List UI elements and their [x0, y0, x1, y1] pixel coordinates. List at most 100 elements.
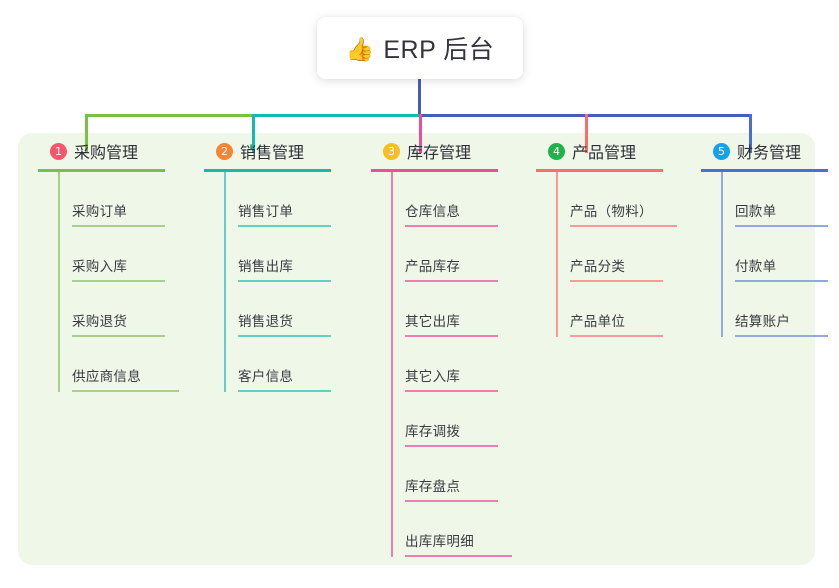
leaf-item-label: 销售退货: [238, 314, 294, 329]
leaf-item[interactable]: 回款单: [721, 172, 839, 227]
branch-spine: [556, 172, 558, 337]
leaf-item-label: 产品单位: [570, 314, 626, 329]
leaf-item-rule: [735, 335, 828, 337]
leaf-item[interactable]: 供应商信息: [58, 337, 198, 392]
drop-connector-4: [585, 114, 588, 153]
branch-header-purchase[interactable]: 1 采购管理: [38, 133, 198, 169]
number-badge-icon: 1: [50, 142, 67, 160]
branch-title-label: 库存管理: [407, 145, 472, 162]
leaf-item-rule: [735, 225, 828, 227]
root-title-label: ERP 后台: [383, 36, 495, 64]
leaf-item-rule: [238, 225, 331, 227]
leaf-item[interactable]: 采购订单: [58, 172, 198, 227]
leaf-item-rule: [735, 280, 828, 282]
leaf-item[interactable]: 销售退货: [224, 282, 364, 337]
leaf-item-label: 客户信息: [238, 369, 294, 384]
leaf-item[interactable]: 其它出库: [391, 282, 531, 337]
leaf-item-rule: [405, 555, 512, 557]
leaf-item-rule: [570, 335, 663, 337]
root-title-card[interactable]: 👍 ERP 后台: [317, 17, 523, 79]
leaf-item-label: 采购订单: [72, 204, 128, 219]
branch-body: 销售订单销售出库销售退货客户信息: [224, 172, 364, 392]
branch-body: 产品（物料） 产品分类产品单位: [556, 172, 696, 337]
leaf-item-rule: [72, 390, 179, 392]
leaf-item-rule: [405, 390, 498, 392]
leaf-item[interactable]: 采购退货: [58, 282, 198, 337]
leaf-item-rule: [405, 280, 498, 282]
leaf-item[interactable]: 产品库存: [391, 227, 531, 282]
leaf-item-rule: [72, 335, 165, 337]
branch-header-rule: [536, 169, 663, 172]
branch-spine: [224, 172, 226, 392]
leaf-item-rule: [238, 390, 331, 392]
leaf-item-label: 仓库信息: [405, 204, 461, 219]
leaf-item-rule: [405, 225, 498, 227]
leaf-item[interactable]: 客户信息: [224, 337, 364, 392]
leaf-item-rule: [238, 280, 331, 282]
root-stem-connector: [418, 79, 421, 116]
leaf-item[interactable]: 产品分类: [556, 227, 696, 282]
branch-body: 仓库信息产品库存其它出库其它入库库存调拨库存盘点出库库明细: [391, 172, 531, 557]
leaf-item[interactable]: 仓库信息: [391, 172, 531, 227]
drop-connector-1: [85, 114, 88, 153]
leaf-item-label: 结算账户: [735, 314, 791, 329]
leaf-item-label: 其它入库: [405, 369, 461, 384]
thumbs-up-icon: 👍: [345, 35, 375, 62]
leaf-item-label: 出库库明细: [405, 534, 474, 549]
leaf-item-label: 库存调拨: [405, 424, 461, 439]
branch-title-label: 采购管理: [74, 145, 139, 162]
leaf-item-label: 库存盘点: [405, 479, 461, 494]
branch-header-finance[interactable]: 5 财务管理: [701, 133, 839, 169]
leaf-item[interactable]: 库存盘点: [391, 447, 531, 502]
leaf-item-rule: [405, 335, 498, 337]
drop-connector-2: [252, 114, 255, 153]
leaf-item[interactable]: 付款单: [721, 227, 839, 282]
branch-column-purchase: 1 采购管理采购订单采购入库采购退货供应商信息: [38, 133, 198, 392]
leaf-item[interactable]: 其它入库: [391, 337, 531, 392]
number-badge-icon: 4: [548, 142, 565, 160]
bus-segment-teal: [252, 114, 420, 117]
leaf-item[interactable]: 产品（物料）: [556, 172, 696, 227]
branch-header-rule: [701, 169, 828, 172]
leaf-item-label: 销售出库: [238, 259, 294, 274]
branch-title-label: 销售管理: [240, 145, 305, 162]
leaf-item[interactable]: 采购入库: [58, 227, 198, 282]
leaf-item[interactable]: 销售订单: [224, 172, 364, 227]
leaf-item[interactable]: 库存调拨: [391, 392, 531, 447]
leaf-item[interactable]: 销售出库: [224, 227, 364, 282]
branch-spine: [391, 172, 393, 557]
leaf-item-label: 采购退货: [72, 314, 128, 329]
leaf-item-label: 产品（物料）: [570, 204, 653, 219]
leaf-item-rule: [570, 225, 677, 227]
leaf-item[interactable]: 出库库明细: [391, 502, 531, 557]
branch-body: 采购订单采购入库采购退货供应商信息: [58, 172, 198, 392]
number-badge-icon: 5: [713, 142, 730, 160]
leaf-item-label: 销售订单: [238, 204, 294, 219]
leaf-item-label: 采购入库: [72, 259, 128, 274]
branch-body: 回款单付款单结算账户: [721, 172, 839, 337]
branch-header-rule: [371, 169, 498, 172]
drop-connector-5: [749, 114, 752, 153]
leaf-item-label: 产品分类: [570, 259, 626, 274]
leaf-item-label: 其它出库: [405, 314, 461, 329]
leaf-item-rule: [570, 280, 663, 282]
branch-header-rule: [38, 169, 165, 172]
leaf-item-label: 产品库存: [405, 259, 461, 274]
leaf-item-rule: [72, 225, 165, 227]
branch-spine: [58, 172, 60, 392]
leaf-item[interactable]: 结算账户: [721, 282, 839, 337]
leaf-item-rule: [238, 335, 331, 337]
leaf-item-label: 付款单: [735, 259, 777, 274]
leaf-item-label: 供应商信息: [72, 369, 141, 384]
branch-column-finance: 5 财务管理回款单付款单结算账户: [701, 133, 839, 337]
branch-title-label: 财务管理: [737, 145, 802, 162]
leaf-item[interactable]: 产品单位: [556, 282, 696, 337]
bus-segment-green: [85, 114, 253, 117]
